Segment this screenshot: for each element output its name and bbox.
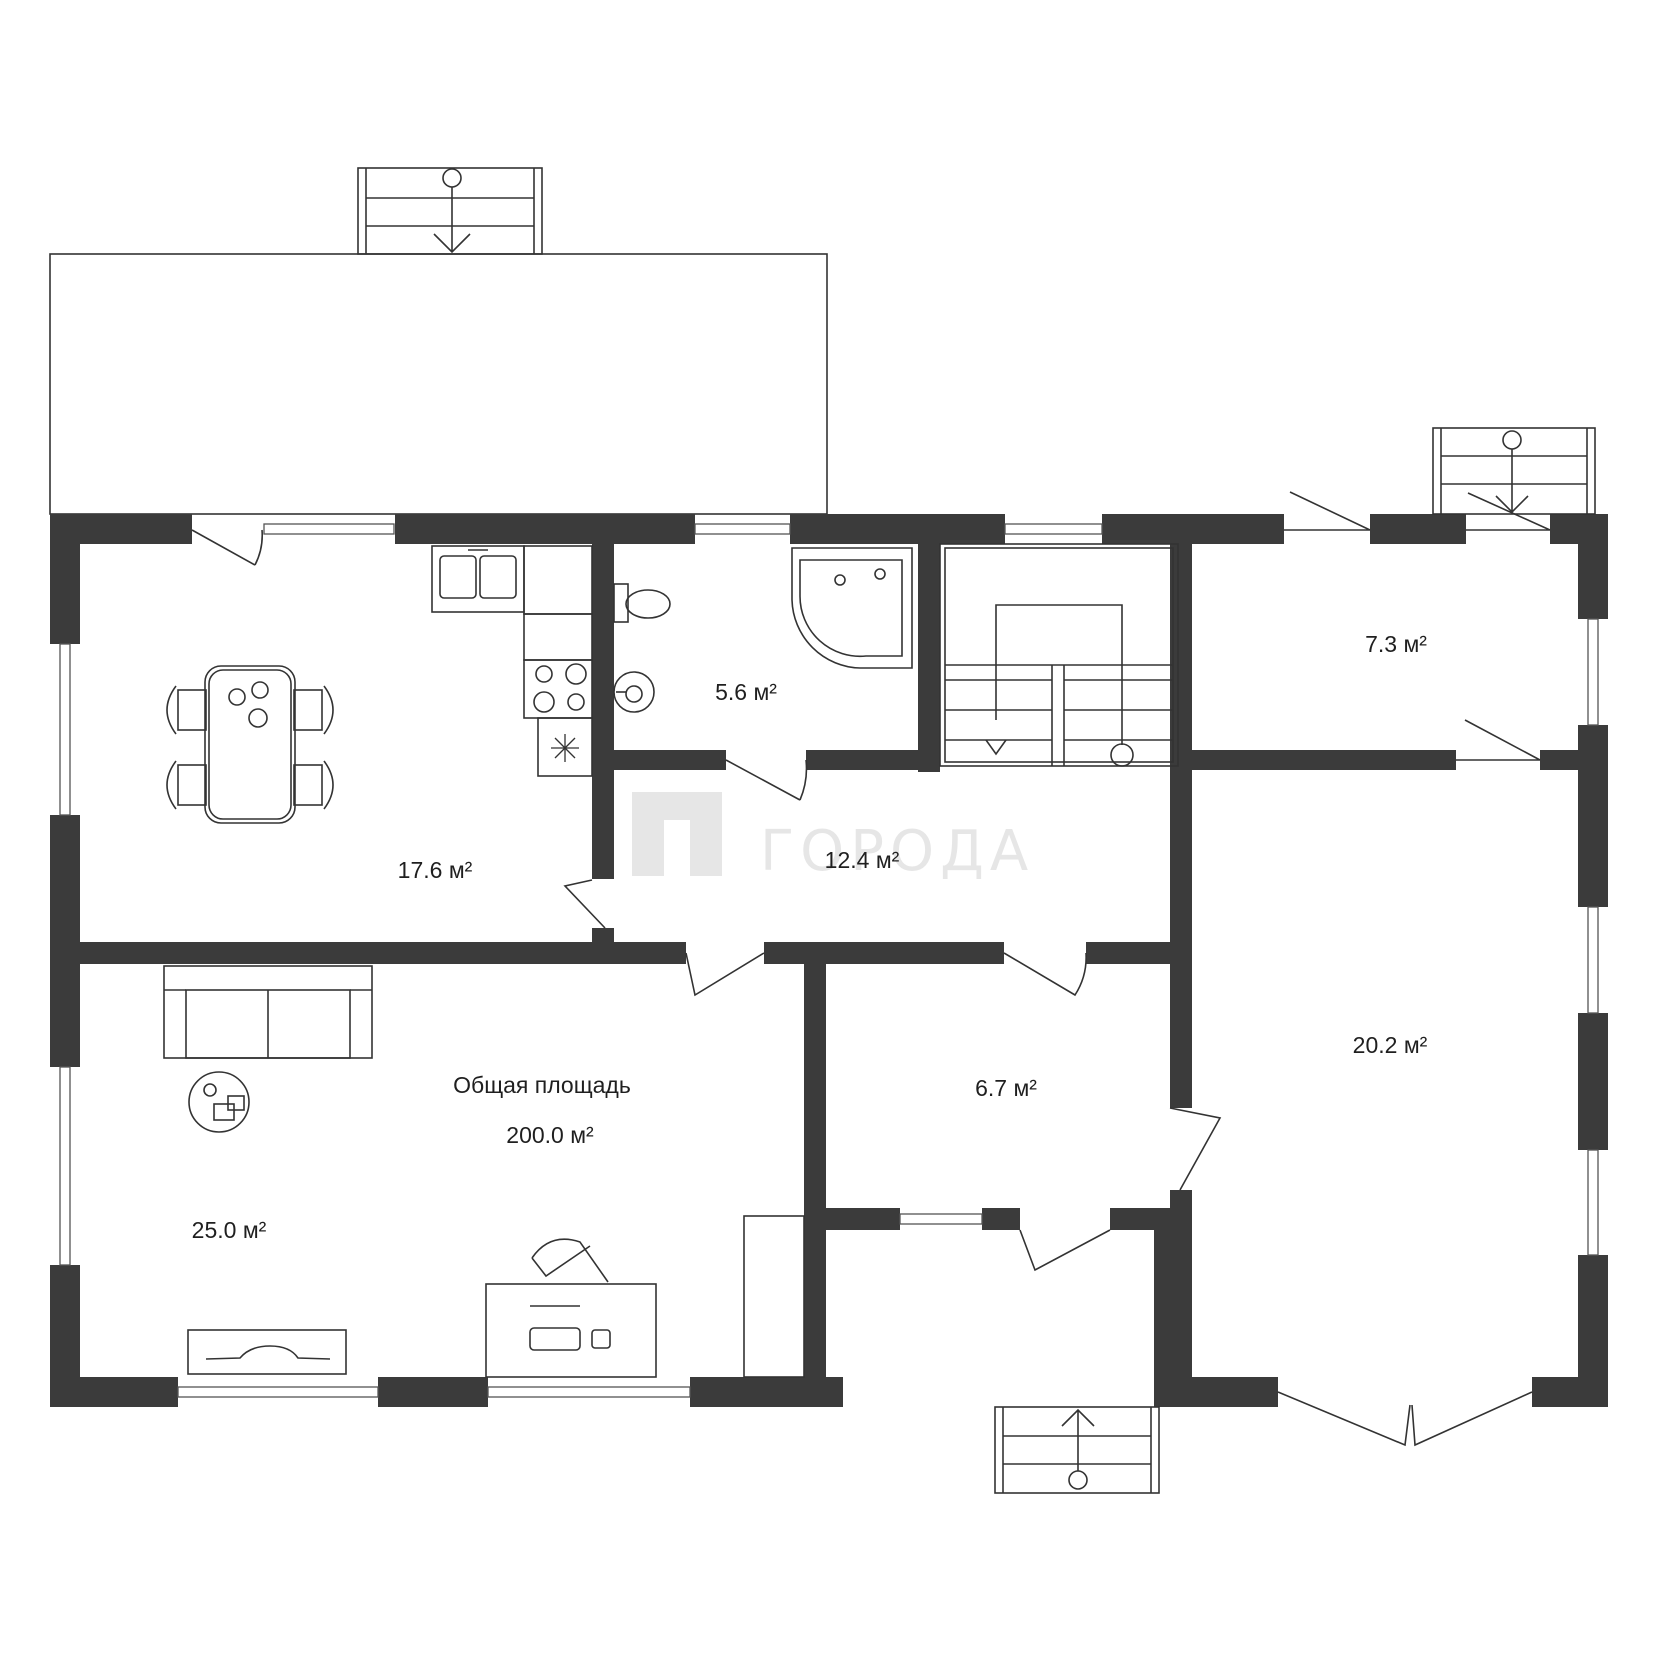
door [725, 759, 808, 801]
window [487, 1386, 691, 1398]
terrace-outline [49, 253, 828, 515]
table-icon [166, 665, 334, 824]
door [191, 529, 264, 566]
bathroom-fixtures [613, 547, 913, 713]
window [177, 1386, 379, 1398]
steps-bottom [994, 1406, 1160, 1494]
window [694, 523, 791, 535]
bathtub-icon [791, 547, 913, 669]
door [1466, 492, 1551, 531]
window [59, 643, 71, 816]
tv-stand [187, 1329, 347, 1375]
door [1169, 1107, 1222, 1191]
steps-ne [1432, 427, 1596, 515]
wardrobe [743, 1215, 805, 1378]
windows [59, 523, 1599, 1398]
room-labels: 17.6 м² 5.6 м² 12.4 м² 7.3 м² 20.2 м² 6.… [192, 631, 1428, 1243]
door [563, 879, 606, 929]
chair-icon [531, 1238, 609, 1283]
stairs-arrow-icon [985, 739, 1007, 756]
window [1587, 618, 1599, 726]
total-area-value: 200.0 м² [506, 1122, 594, 1148]
stove-icon [523, 659, 593, 719]
doors [191, 491, 1551, 1447]
fridge [537, 717, 593, 777]
door [1003, 952, 1087, 997]
window [59, 1066, 71, 1266]
chair-icon [166, 685, 334, 810]
room-area-kitchen: 17.6 м² [398, 857, 473, 883]
window [263, 523, 395, 535]
staircase [939, 543, 1179, 767]
watermark-logo-top [632, 792, 722, 820]
room-area-ne: 7.3 м² [1365, 631, 1427, 657]
desk-icon [485, 1283, 657, 1378]
stairs-arrow-icon [1068, 1470, 1088, 1490]
watermark-logo-leg [690, 820, 722, 876]
window [1587, 906, 1599, 1014]
sink-icon [613, 671, 655, 713]
total-area-label: Общая площадь [453, 1072, 631, 1098]
window [1004, 523, 1103, 535]
coffee-table [188, 1071, 250, 1133]
door [685, 952, 765, 997]
snowflake-icon [551, 734, 579, 762]
walls [50, 514, 1608, 1407]
room-area-hall: 12.4 м² [825, 847, 900, 873]
stairs-arrow-icon [1110, 743, 1134, 767]
stairs-arrow-icon [1502, 430, 1522, 450]
watermark-text: ГОРОДА [760, 819, 1034, 884]
room-area-living: 25.0 м² [192, 1217, 267, 1243]
steps-top [357, 167, 543, 255]
door [1284, 491, 1371, 531]
toilet-icon [613, 583, 671, 623]
room-area-bathroom: 5.6 м² [715, 679, 777, 705]
door [1456, 719, 1541, 761]
room-area-east: 20.2 м² [1353, 1032, 1428, 1058]
window [1587, 1149, 1599, 1256]
living-furniture [163, 965, 805, 1378]
watermark: ГОРОДА [632, 792, 1034, 884]
door [1277, 1391, 1533, 1447]
door [1019, 1229, 1111, 1272]
stairs-arrow-icon [442, 168, 462, 188]
sofa-icon [163, 965, 373, 1059]
window [899, 1213, 983, 1225]
room-area-mid: 6.7 м² [975, 1075, 1037, 1101]
kitchen-fixtures [431, 545, 593, 777]
